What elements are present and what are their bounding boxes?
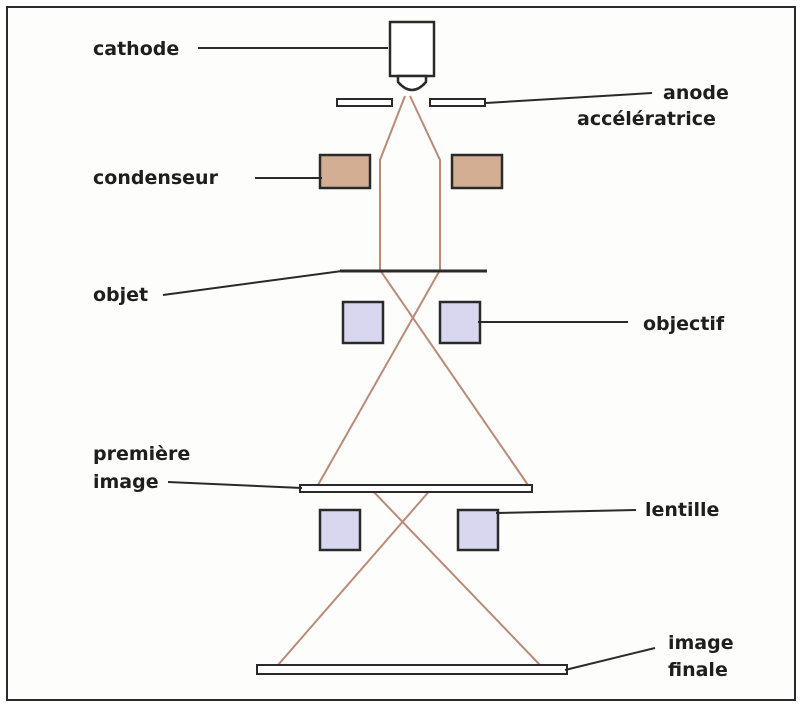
- label-anode-2: accélératrice: [577, 108, 716, 130]
- label-finale-2: finale: [668, 659, 728, 681]
- final-image-plate: [256, 664, 568, 675]
- label-lentille: lentille: [645, 499, 719, 521]
- diagram-frame: [6, 6, 796, 701]
- beam-ray-left-upper: [379, 95, 406, 270]
- leader-lines: [162, 47, 656, 671]
- objective-lens: [341, 300, 482, 345]
- first-image-plate: [299, 484, 533, 493]
- beam-ray-cross-4: [277, 487, 433, 666]
- beam-ray-cross-3: [369, 487, 541, 666]
- label-premiere-2: image: [93, 471, 159, 493]
- leader-anode: [485, 92, 653, 104]
- label-condenseur: condenseur: [93, 167, 219, 189]
- leader-finale: [564, 647, 656, 671]
- projection-lens: [318, 508, 500, 552]
- label-objet: objet: [93, 284, 148, 306]
- leader-objet: [162, 270, 343, 296]
- beam-ray-cross-2: [317, 269, 441, 486]
- leader-lentille: [495, 509, 637, 514]
- leader-premiere: [167, 481, 303, 489]
- anode-plates: [336, 98, 486, 107]
- label-anode-1: anode: [663, 82, 729, 104]
- electron-beam: [277, 95, 541, 666]
- label-objectif: objectif: [643, 313, 725, 335]
- label-premiere-1: première: [93, 443, 190, 465]
- cathode-icon: [388, 20, 436, 92]
- label-finale-1: image: [668, 632, 734, 654]
- beam-ray-right-upper: [409, 95, 441, 270]
- label-cathode: cathode: [93, 38, 179, 60]
- beam-ray-cross-1: [379, 269, 529, 486]
- condenser-lens: [318, 153, 504, 190]
